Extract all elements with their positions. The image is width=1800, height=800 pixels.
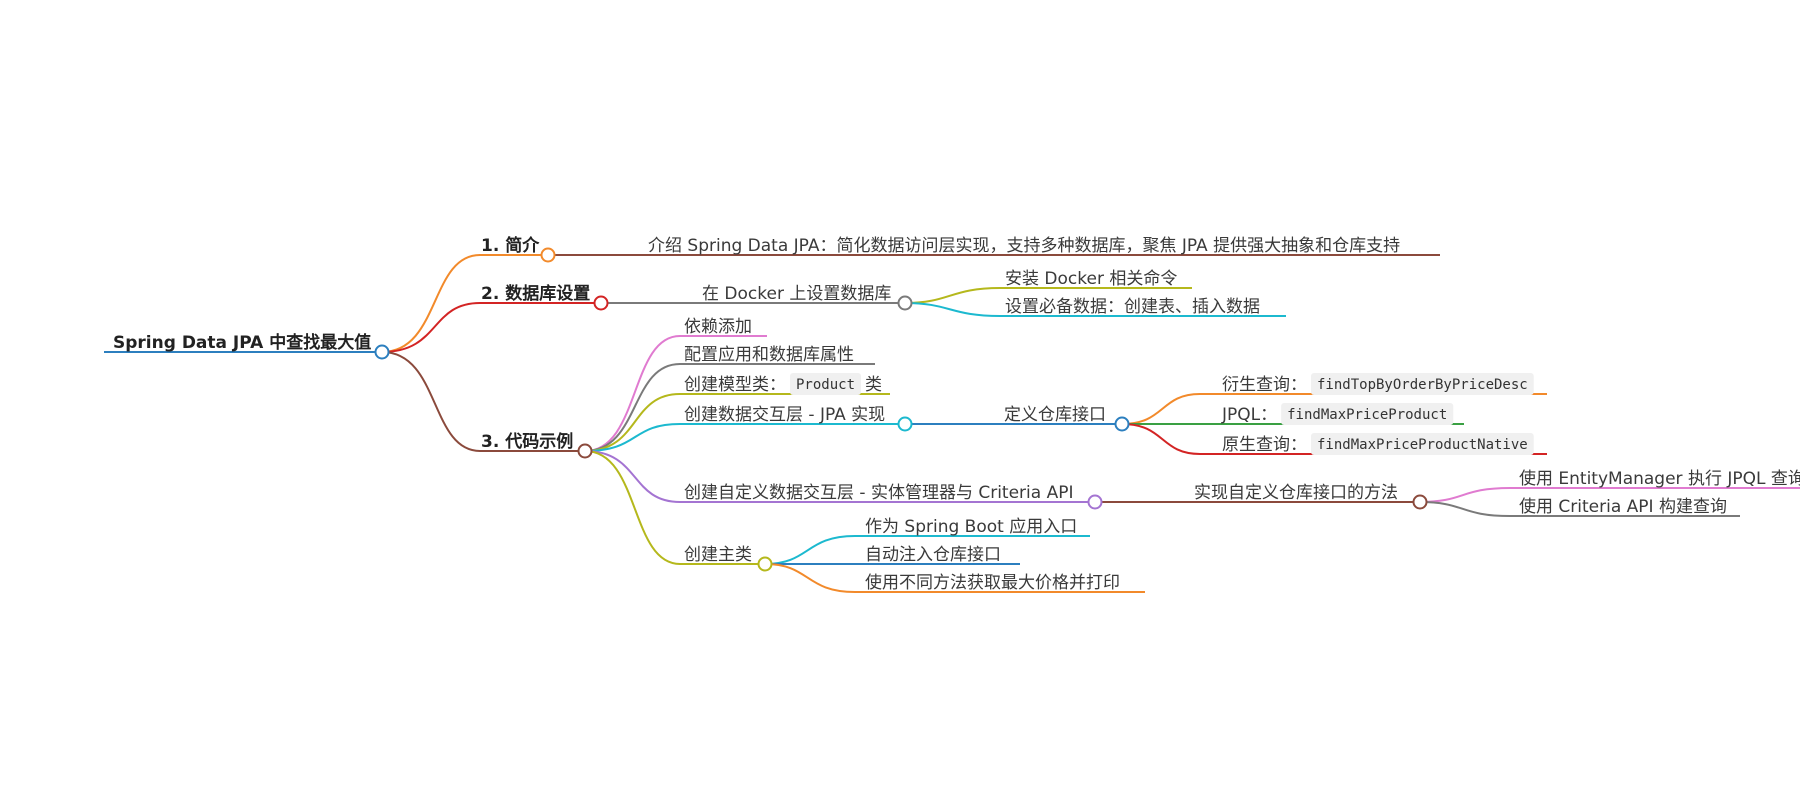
edge-root-s2 — [381, 302, 601, 353]
jpql-code: findMaxPriceProduct — [1287, 407, 1447, 423]
s3-repo-interface[interactable]: 定义仓库接口 — [1004, 405, 1106, 425]
s3-deps[interactable]: 依赖添加 — [684, 317, 752, 337]
derived-query-code-bg — [1311, 373, 1534, 395]
jpql-label[interactable]: JPQL： — [1221, 405, 1277, 425]
edge-s3-deps — [584, 335, 767, 452]
edge-docker-c2 — [904, 302, 1286, 317]
s3-model[interactable]: 创建模型类： — [684, 375, 786, 395]
s3-model-suffix: 类 — [865, 375, 882, 395]
s1-intro[interactable]: 介绍 Spring Data JPA：简化数据访问层实现，支持多种数据库，聚焦 … — [648, 236, 1400, 256]
edge-repo-derived — [1121, 393, 1547, 425]
edge-s3-config — [584, 363, 875, 452]
main-print[interactable]: 使用不同方法获取最大价格并打印 — [865, 572, 1120, 593]
section-1-toggle[interactable] — [540, 247, 556, 263]
impl-toggle[interactable] — [1412, 494, 1428, 510]
edge-impl-criteria — [1419, 501, 1740, 517]
native-query-label[interactable]: 原生查询： — [1222, 435, 1307, 455]
s2-docker-data[interactable]: 设置必备数据：创建表、插入数据 — [1005, 297, 1260, 317]
repo-interface-toggle[interactable] — [1114, 416, 1130, 432]
custom-impl[interactable]: 实现自定义仓库接口的方法 — [1194, 483, 1398, 503]
edge-main-print — [764, 563, 1145, 593]
edge-repo-native — [1121, 423, 1547, 455]
custom-toggle[interactable] — [1087, 494, 1103, 510]
section-2-title[interactable]: 2. 数据库设置 — [481, 283, 590, 304]
jpql-code-bg — [1281, 403, 1454, 425]
edge-root-s3 — [381, 351, 585, 452]
main-class-toggle[interactable] — [757, 556, 773, 572]
s3-model-code-bg — [790, 373, 862, 395]
edge-s3-main — [584, 450, 765, 565]
jpa-toggle[interactable] — [897, 416, 913, 432]
section-3-toggle[interactable] — [577, 443, 593, 459]
impl-entitymanager[interactable]: 使用 EntityManager 执行 JPQL 查询 — [1519, 468, 1800, 489]
root-toggle[interactable] — [374, 344, 390, 360]
derived-query-code: findTopByOrderByPriceDesc — [1317, 377, 1528, 393]
edge-main-entry — [764, 535, 1090, 565]
edge-s3-model — [584, 393, 890, 452]
edge-s3-jpa — [584, 423, 905, 452]
main-entry[interactable]: 作为 Spring Boot 应用入口 — [865, 517, 1077, 537]
section-1-title[interactable]: 1. 简介 — [481, 235, 540, 256]
derived-query-label[interactable]: 衍生查询： — [1222, 375, 1307, 395]
edge-docker-c1 — [904, 287, 1192, 304]
native-query-code: findMaxPriceProductNative — [1317, 437, 1528, 453]
s2-docker-cmd[interactable]: 安装 Docker 相关命令 — [1005, 269, 1177, 289]
main-inject[interactable]: 自动注入仓库接口 — [865, 545, 1001, 565]
native-query-code-bg — [1311, 433, 1534, 455]
s3-config[interactable]: 配置应用和数据库属性 — [684, 345, 854, 365]
section-2-toggle[interactable] — [593, 295, 609, 311]
docker-toggle[interactable] — [897, 295, 913, 311]
impl-criteria[interactable]: 使用 Criteria API 构建查询 — [1519, 496, 1727, 517]
root-topic[interactable]: Spring Data JPA 中查找最大值 — [113, 332, 371, 353]
edge-impl-em — [1419, 487, 1800, 503]
s3-jpa[interactable]: 创建数据交互层 - JPA 实现 — [684, 405, 885, 425]
edge-s3-custom — [584, 450, 1095, 503]
s3-model-code: Product — [796, 377, 855, 393]
edge-root-s1 — [381, 254, 548, 353]
section-3-title[interactable]: 3. 代码示例 — [481, 431, 573, 452]
s2-docker[interactable]: 在 Docker 上设置数据库 — [702, 284, 891, 304]
s3-custom[interactable]: 创建自定义数据交互层 - 实体管理器与 Criteria API — [684, 483, 1073, 503]
s3-main[interactable]: 创建主类 — [684, 545, 752, 565]
